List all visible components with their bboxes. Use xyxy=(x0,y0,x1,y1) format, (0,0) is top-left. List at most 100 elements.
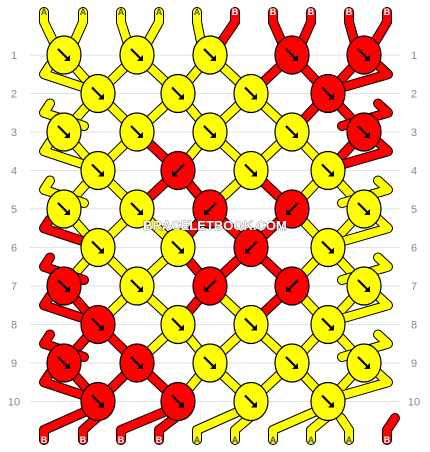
arrow-head-icon xyxy=(328,93,334,100)
edge-thread xyxy=(338,369,392,400)
edge-thread xyxy=(296,8,315,51)
knot xyxy=(80,304,116,345)
knot xyxy=(119,343,155,383)
edge-thread xyxy=(338,138,392,169)
arrow-head-icon xyxy=(98,247,104,254)
arrow-head-icon xyxy=(204,209,210,215)
arrow-head-icon xyxy=(64,132,70,138)
row-label-right: 2 xyxy=(411,89,417,101)
strand-label-top: A xyxy=(80,7,87,17)
knot xyxy=(80,381,116,422)
knot xyxy=(46,189,82,229)
strand-label-top: A xyxy=(41,7,48,17)
knot xyxy=(346,189,382,229)
edge-thread xyxy=(269,8,288,51)
knot xyxy=(233,227,269,268)
knot xyxy=(192,112,228,152)
arrow-head-icon xyxy=(286,209,292,215)
arrow-head-icon xyxy=(137,55,143,61)
knot xyxy=(160,381,196,422)
arrow-head-icon xyxy=(328,324,334,331)
arrow-head-icon xyxy=(137,209,143,215)
arrow-head-icon xyxy=(64,209,70,215)
arrow-head-icon xyxy=(292,363,298,369)
strand-label-top: B xyxy=(384,7,391,17)
edge-thread xyxy=(338,61,392,92)
strand-label-bottom: A xyxy=(346,435,353,445)
arrow-head-icon xyxy=(364,286,370,292)
arrow-head-icon xyxy=(292,55,298,61)
row-label-right: 9 xyxy=(411,358,417,370)
knot xyxy=(119,112,155,152)
knot xyxy=(233,150,269,191)
row-label-left: 8 xyxy=(11,320,17,332)
arrow-head-icon xyxy=(364,209,370,215)
knot xyxy=(310,227,346,268)
strand-label-bottom: B xyxy=(118,435,125,445)
arrow-head-icon xyxy=(364,132,370,138)
knot xyxy=(346,266,382,306)
knot xyxy=(346,112,382,152)
arrow-head-icon xyxy=(286,286,292,292)
edge-thread xyxy=(40,405,94,444)
knot xyxy=(192,189,228,229)
edge-thread xyxy=(40,138,88,169)
row-label-right: 4 xyxy=(411,166,417,178)
knot xyxy=(274,189,310,229)
strand-label-bottom: B xyxy=(41,435,48,445)
arrow-head-icon xyxy=(178,247,184,254)
knot xyxy=(274,112,310,152)
arrow-head-icon xyxy=(364,55,370,61)
knot xyxy=(160,73,196,114)
knot xyxy=(46,112,82,152)
row-label-left: 9 xyxy=(11,358,17,370)
row-label-right: 1 xyxy=(411,50,417,62)
edge-thread xyxy=(40,292,88,323)
strand-label-bottom: B xyxy=(384,435,391,445)
strand-label-bottom: B xyxy=(156,435,163,445)
row-label-left: 5 xyxy=(11,204,17,216)
knot xyxy=(310,73,346,114)
knot xyxy=(80,227,116,268)
edge-thread xyxy=(40,215,88,246)
arrow-head-icon xyxy=(292,132,298,138)
arrow-head-icon xyxy=(245,247,251,254)
row-label-left: 3 xyxy=(11,127,17,139)
edge-thread xyxy=(40,8,60,51)
strand-label-bottom: A xyxy=(308,435,315,445)
row-label-right: 3 xyxy=(411,127,417,139)
strand-label-top: B xyxy=(232,7,239,17)
knot xyxy=(274,343,310,383)
arrow-head-icon xyxy=(251,93,257,100)
strand-label-bottom: A xyxy=(270,435,277,445)
knot xyxy=(160,304,196,345)
edge-thread xyxy=(68,8,87,51)
strand-label-top: A xyxy=(118,7,125,17)
row-label-right: 8 xyxy=(411,320,417,332)
knot xyxy=(192,343,228,383)
edge-thread xyxy=(40,61,88,92)
edge-thread xyxy=(383,414,399,444)
arrow-head-icon xyxy=(172,170,178,177)
strand-label-bottom: A xyxy=(232,435,239,445)
edge-thread xyxy=(117,8,133,51)
knot xyxy=(46,35,82,75)
arrow-head-icon xyxy=(204,286,210,292)
knot xyxy=(160,227,196,268)
knot xyxy=(274,266,310,306)
arrow-head-icon xyxy=(137,363,143,369)
knot xyxy=(80,73,116,114)
arrow-head-icon xyxy=(137,286,143,292)
strand-label-top: A xyxy=(194,7,201,17)
arrow-head-icon xyxy=(98,93,104,100)
knot xyxy=(346,343,382,383)
arrow-head-icon xyxy=(210,132,216,138)
knot xyxy=(233,73,269,114)
edge-thread xyxy=(345,8,360,51)
arrow-head-icon xyxy=(251,324,257,331)
strand-label-top: B xyxy=(308,7,315,17)
edge-thread xyxy=(337,414,353,444)
strand-label-top: B xyxy=(270,7,277,17)
